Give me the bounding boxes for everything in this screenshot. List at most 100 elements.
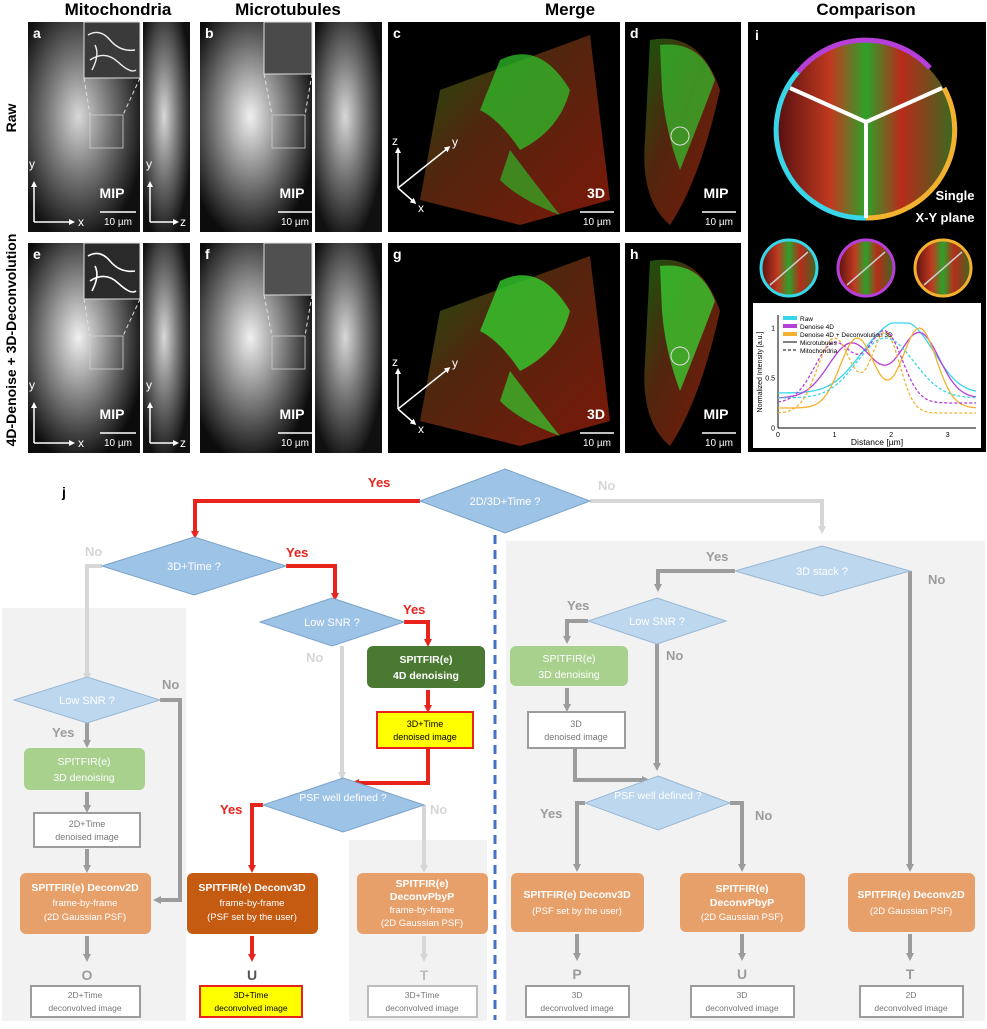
panel-a: a MIP 10 µm y x: [28, 21, 141, 232]
node-r-deconv3d-l2: (PSF set by the user): [532, 906, 622, 917]
row-raw: Raw: [3, 104, 19, 133]
profile-line-5: [777, 331, 976, 414]
panel-e-axis-x: x: [78, 436, 84, 450]
lbl-3dstack-yes: Yes: [706, 549, 728, 564]
out-t-right-letter: T: [906, 966, 915, 982]
panel-b-scale: 10 µm: [281, 217, 309, 228]
diamond-psf-text-1: PSF well defined ?: [299, 792, 387, 804]
panel-c-3d: 3D: [587, 185, 605, 201]
img-2dtime-denoised-l1: 2D+Time: [69, 819, 105, 829]
thumb-deconv: [913, 238, 973, 298]
legend-microtubules: Microtubules: [800, 340, 838, 347]
profile-ytick: 0: [771, 426, 775, 433]
diamond-lowsnr: Low SNR ?: [258, 597, 406, 647]
lbl-3dtime-yes: Yes: [286, 545, 308, 560]
profile-xtick: 1: [833, 432, 837, 439]
panel-c-axis-z: z: [392, 134, 398, 148]
panel-e-letter: e: [33, 246, 41, 262]
node-deconv2d-l1: SPITFIR(e) Deconv2D: [31, 882, 139, 894]
profile-ylabel: Normalized Intensity [a.u.]: [757, 331, 764, 412]
lbl-r-psf-yes: Yes: [540, 806, 562, 821]
out-p-l2: deconvolved image: [540, 1003, 614, 1013]
lbl-left-lowsnr-no: No: [162, 677, 179, 692]
single-plane-line2: X-Y plane: [915, 210, 974, 225]
out-p-letter: P: [572, 966, 581, 982]
img-2dtime-denoised: 2D+Time denoised image: [33, 812, 141, 848]
diamond-3dstack-text: 3D stack ?: [796, 566, 848, 578]
out-o-l2: deconvolved image: [48, 1003, 122, 1013]
panel-c-scale: 10 µm: [583, 217, 611, 228]
img-3dtime-denoised: 3D+Time denoised image: [376, 711, 474, 749]
node-r-deconv3d-l1: SPITFIR(e) Deconv3D: [523, 889, 631, 901]
node-left-3d-denoise-l1: SPITFIR(e): [57, 756, 110, 768]
out-p-l1: 3D: [572, 990, 583, 1000]
panel-a-side: y z: [143, 22, 190, 232]
lbl-lowsnr-yes: Yes: [403, 602, 425, 617]
panel-g-axis-z: z: [392, 355, 398, 369]
node-4d-denoise-l2: 4D denoising: [393, 670, 459, 682]
panel-g-letter: g: [393, 246, 402, 262]
panel-c: c 3D 10 µm z y x: [388, 22, 620, 232]
panel-g-axis-y: y: [452, 356, 458, 370]
lbl-3dtime-no: No: [85, 544, 102, 559]
img-3dtime-denoised-l2: denoised image: [393, 732, 457, 742]
node-r-deconv2d-l1: SPITFIR(e) Deconv2D: [857, 889, 965, 901]
profile-lines: [777, 322, 977, 414]
panel-e-side-axis-y: y: [146, 378, 152, 392]
lbl-r-lowsnr-yes: Yes: [567, 598, 589, 613]
panel-a-side-axis-z: z: [180, 215, 186, 229]
legend-mitochondria: Mitochondria: [800, 348, 838, 355]
lbl-left-lowsnr-yes: Yes: [52, 725, 74, 740]
panel-b: b MIP 10 µm: [200, 21, 313, 232]
profile-line-4: [777, 330, 976, 404]
panel-b-letter: b: [205, 25, 214, 41]
node-r-3d-denoise-l2: 3D denoising: [538, 669, 599, 681]
panel-c-axis-y: y: [452, 135, 458, 149]
panel-h-letter: h: [630, 246, 639, 262]
img-3d-denoised: 3D denoised image: [527, 711, 626, 749]
node-deconvpbyp-l2: DeconvPbyP: [390, 891, 454, 903]
lbl-root-no: No: [598, 478, 615, 493]
panel-h: h MIP 10 µm: [625, 243, 741, 453]
out-p: P 3D deconvolved image: [525, 966, 630, 1018]
diamond-left-lowsnr-text: Low SNR ?: [59, 695, 115, 707]
profile-xtick: 3: [946, 432, 950, 439]
out-u-red-l1: 3D+Time: [234, 990, 269, 1000]
diamond-3dstack: 3D stack ?: [733, 545, 912, 597]
out-t-right-l2: deconvolved image: [874, 1003, 948, 1013]
out-u-right-l2: deconvolved image: [705, 1003, 779, 1013]
col-mitochondria: Mitochondria: [65, 0, 172, 19]
out-t-right-l1: 2D: [906, 990, 917, 1000]
node-r-3d-denoise-l1: SPITFIR(e): [542, 653, 595, 665]
node-deconvpbyp-l4: (2D Gaussian PSF): [381, 918, 463, 929]
out-t-right: T 2D deconvolved image: [859, 966, 964, 1018]
out-u-red: U 3D+Time deconvolved image: [199, 967, 303, 1018]
img-3dtime-denoised-l1: 3D+Time: [407, 719, 443, 729]
panel-d-mip: MIP: [704, 185, 729, 201]
out-t-left-l1: 3D+Time: [405, 990, 440, 1000]
node-deconv3d: SPITFIR(e) Deconv3D frame-by-frame (PSF …: [187, 873, 318, 934]
panel-d-letter: d: [630, 25, 639, 41]
panel-c-letter: c: [393, 25, 401, 41]
lbl-r-psf-no: No: [755, 808, 772, 823]
node-deconv2d: SPITFIR(e) Deconv2D frame-by-frame (2D G…: [20, 873, 151, 934]
out-o-letter: O: [82, 967, 93, 983]
single-plane-line1: Single: [935, 188, 974, 203]
legend-denoise: Denoise 4D: [800, 324, 834, 331]
node-left-3d-denoise: SPITFIR(e) 3D denoising: [24, 748, 145, 790]
panel-j-letter: j: [61, 484, 66, 500]
out-t-left-l2: deconvolved image: [385, 1003, 459, 1013]
profile-legend: Raw Denoise 4D Denoise 4D + Deconvolutio…: [783, 316, 893, 355]
out-u-red-letter: U: [247, 967, 257, 983]
edges: [83, 499, 914, 962]
lbl-r-lowsnr-no: No: [666, 648, 683, 663]
legend-raw: Raw: [800, 316, 813, 323]
panel-g-3d: 3D: [587, 406, 605, 422]
row-processed: 4D-Denoise + 3D-Deconvolution: [3, 234, 19, 447]
lbl-psf-no: No: [430, 802, 447, 817]
